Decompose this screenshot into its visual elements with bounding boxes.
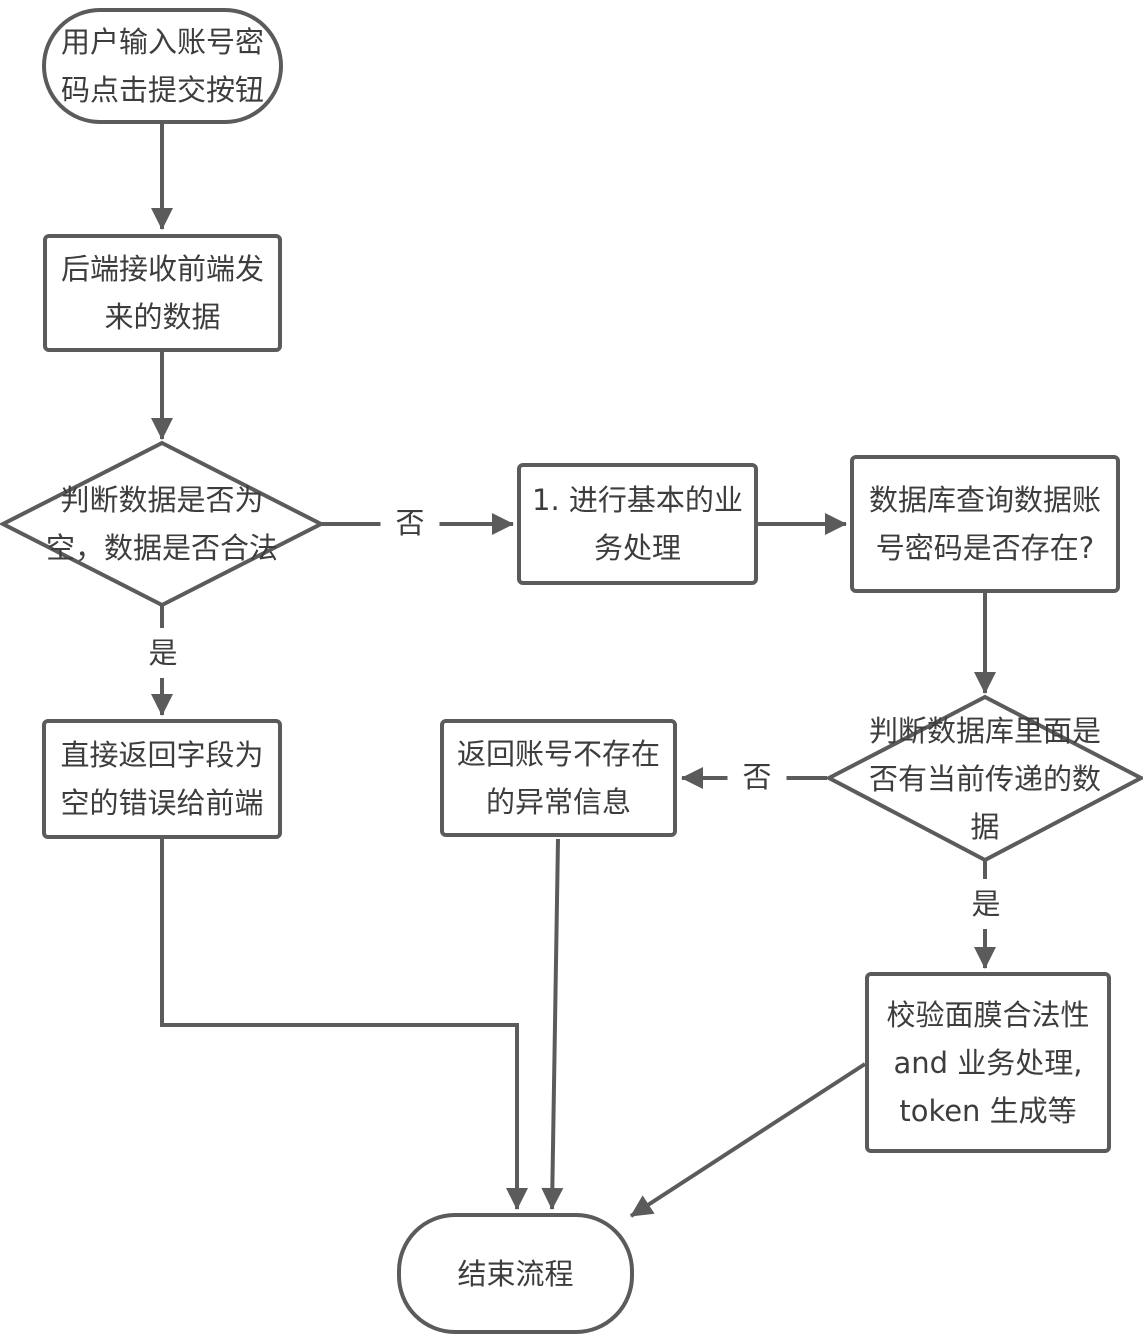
node-db-query: 数据库查询数据账 号密码是否存在? xyxy=(850,455,1120,593)
node-receive: 后端接收前端发 来的数据 xyxy=(43,234,282,352)
node-return-empty-error: 直接返回字段为 空的错误给前端 xyxy=(42,719,282,839)
edge-label-check-db-yes: 是 xyxy=(956,879,1016,929)
node-receive-line1: 后端接收前端发 xyxy=(60,252,264,286)
edge-not-exist-to-end xyxy=(541,838,564,1210)
node-validate-token-line1: 校验面膜合法性 xyxy=(886,997,1090,1032)
node-return-empty-error-line2: 空的错误给前端 xyxy=(60,786,264,820)
node-basic-process: 1. 进行基本的业 务处理 xyxy=(517,463,758,585)
node-basic-process-line2: 务处理 xyxy=(593,531,681,565)
node-start-line1: 用户输入账号密 xyxy=(60,25,264,59)
decision-check-db-shape xyxy=(824,694,1143,863)
node-basic-process-line1: 1. 进行基本的业 xyxy=(532,483,743,517)
node-start-line2: 码点击提交按钮 xyxy=(60,73,264,107)
node-end: 结束流程 xyxy=(397,1213,634,1334)
node-return-not-exist-line2: 的异常信息 xyxy=(485,785,631,819)
node-validate-token-line3: token 生成等 xyxy=(899,1093,1077,1128)
node-start: 用户输入账号密 码点击提交按钮 xyxy=(42,8,283,124)
edge-label-check-empty-no: 否 xyxy=(380,498,440,548)
node-db-query-line1: 数据库查询数据账 xyxy=(868,483,1101,517)
node-receive-line2: 来的数据 xyxy=(104,300,221,334)
node-db-query-line2: 号密码是否存在? xyxy=(875,531,1095,565)
node-return-not-exist: 返回账号不存在 的异常信息 xyxy=(440,719,677,837)
edge-label-check-db-no: 否 xyxy=(727,752,787,802)
node-return-not-exist-line1: 返回账号不存在 xyxy=(456,737,660,771)
node-validate-token: 校验面膜合法性 and 业务处理, token 生成等 xyxy=(865,972,1111,1153)
node-end-line1: 结束流程 xyxy=(457,1256,574,1291)
decision-check-empty-shape xyxy=(0,440,326,608)
node-validate-token-line2: and 业务处理, xyxy=(893,1045,1083,1080)
edge-return-error-to-end xyxy=(160,839,528,1210)
node-return-empty-error-line1: 直接返回字段为 xyxy=(60,738,264,772)
edge-validate-to-end xyxy=(629,1062,867,1218)
edge-label-check-empty-yes: 是 xyxy=(133,628,193,678)
